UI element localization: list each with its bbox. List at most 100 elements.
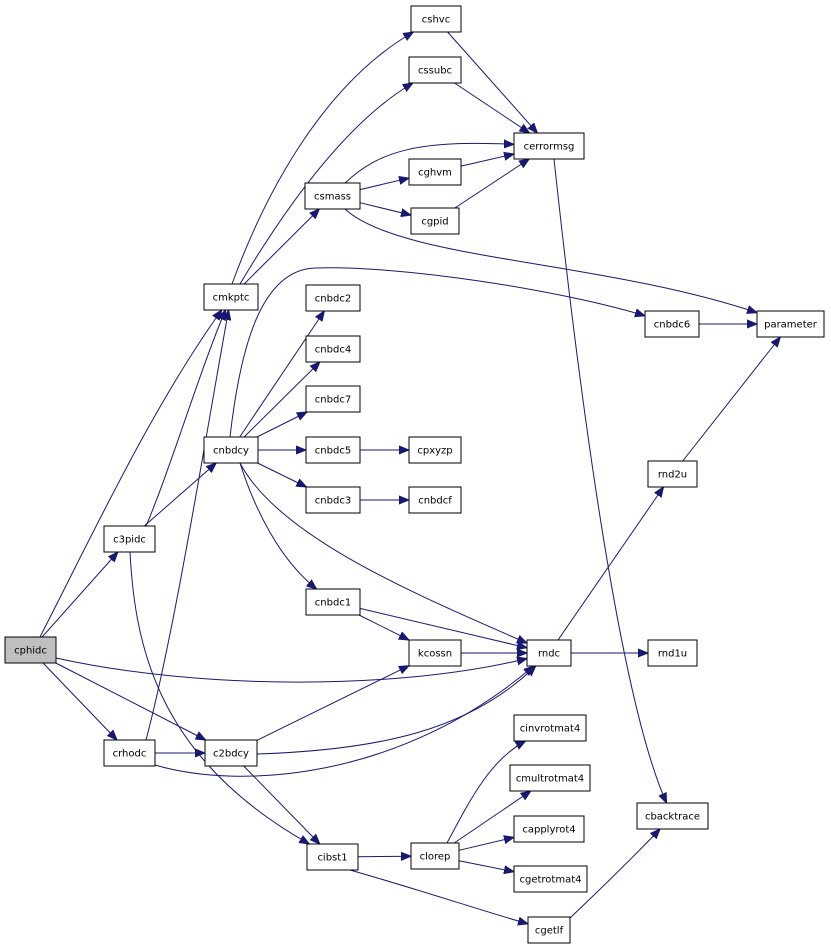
node-rnd1u[interactable]: rnd1u — [647, 639, 698, 667]
node-c2bdcy[interactable]: c2bdcy — [204, 739, 258, 767]
node-box — [509, 764, 591, 792]
node-crhodc[interactable]: crhodc — [103, 739, 156, 767]
node-label: parameter — [764, 320, 818, 331]
node-label: cnbdcy — [213, 446, 249, 457]
node-label: cghvm — [418, 168, 452, 179]
node-cnbdc3[interactable]: cnbdc3 — [305, 486, 361, 514]
edge-cnbdcy-to-cnbdc3 — [257, 462, 307, 487]
edge-cghvm-to-cerrormsg — [460, 154, 514, 167]
node-cnbdcy[interactable]: cnbdcy — [203, 436, 259, 464]
edge-cnbdcy-to-cnbdc6 — [229, 267, 645, 438]
node-box — [636, 802, 709, 830]
edge-cphidc-to-c3pidc — [41, 552, 118, 638]
node-label: cnbdc5 — [315, 446, 351, 457]
node-label: cinvrotmat4 — [520, 724, 581, 735]
node-layer: cphidc c2bdcy c3pidc cmkptc crhodc rndc cibst1… — [4, 5, 825, 944]
node-cinvrotmat4[interactable]: cinvrotmat4 — [513, 714, 587, 742]
node-label: cnbdc3 — [315, 496, 351, 507]
node-cghvm[interactable]: cghvm — [408, 158, 462, 186]
edge-clorep-to-capplyrot4 — [458, 837, 514, 851]
node-cnbdc7[interactable]: cnbdc7 — [305, 385, 361, 413]
node-rnd2u[interactable]: rnd2u — [647, 460, 698, 488]
node-cnbdcf[interactable]: cnbdcf — [408, 486, 462, 514]
node-box — [647, 639, 698, 667]
edge-clorep-to-cmultrotmat4 — [453, 791, 531, 844]
node-label: cbacktrace — [645, 812, 700, 823]
edge-csmass-to-cghvm — [359, 178, 409, 191]
node-box — [527, 916, 571, 944]
node-box — [305, 335, 361, 363]
edge-csmass-to-parameter — [344, 208, 757, 313]
node-capplyrot4[interactable]: capplyrot4 — [513, 815, 585, 843]
node-box — [408, 486, 462, 514]
node-cnbdc4[interactable]: cnbdc4 — [305, 335, 361, 363]
node-box — [305, 436, 361, 464]
edge-c3pidc-to-cibst1 — [129, 551, 309, 844]
edge-cphidc-to-c2bdcy — [55, 662, 206, 740]
node-kcossn[interactable]: kcossn — [408, 639, 462, 667]
node-label: cerrormsg — [524, 142, 575, 153]
edge-cnbdc1-to-rndc — [359, 607, 527, 647]
node-cpxyzp[interactable]: cpxyzp — [408, 436, 462, 464]
node-rndc[interactable]: rndc — [526, 639, 572, 667]
node-cnbdc2[interactable]: cnbdc2 — [305, 284, 361, 312]
node-box — [4, 636, 57, 664]
node-cshvc[interactable]: cshvc — [410, 5, 462, 33]
edge-cphidc-to-cmkptc — [39, 310, 222, 638]
edge-csmass-to-cerrormsg — [344, 143, 514, 184]
node-cgetlf[interactable]: cgetlf — [527, 916, 571, 944]
node-box — [513, 714, 587, 742]
node-box — [304, 182, 361, 210]
edge-layer — [39, 32, 781, 924]
node-label: cshvc — [422, 15, 450, 26]
edge-clorep-to-cinvrotmat4 — [446, 741, 526, 844]
node-box — [513, 815, 585, 843]
node-c3pidc[interactable]: c3pidc — [103, 525, 156, 553]
node-box — [526, 639, 572, 667]
node-box — [203, 283, 259, 311]
node-cgpid[interactable]: cgpid — [410, 207, 460, 235]
node-cibst1[interactable]: cibst1 — [306, 843, 359, 871]
node-label: csmass — [314, 192, 351, 203]
node-label: cnbdc1 — [315, 598, 351, 609]
edge-cssubc-to-cerrormsg — [454, 82, 530, 133]
node-box — [410, 207, 460, 235]
node-cerrormsg[interactable]: cerrormsg — [513, 132, 585, 160]
node-cbacktrace[interactable]: cbacktrace — [636, 802, 709, 830]
edge-cnbdcy-to-cnbdc1 — [239, 462, 317, 589]
node-label: cibst1 — [317, 853, 347, 864]
edge-c3pidc-to-cnbdcy — [143, 463, 216, 527]
node-cmultrotmat4[interactable]: cmultrotmat4 — [509, 764, 591, 792]
node-label: cssubc — [418, 66, 452, 77]
edge-csmass-to-cgpid — [359, 202, 411, 215]
node-cmkptc[interactable]: cmkptc — [203, 283, 259, 311]
node-cgetrotmat4[interactable]: cgetrotmat4 — [513, 865, 588, 893]
node-label: capplyrot4 — [522, 825, 575, 836]
edge-cmkptc-to-cssubc — [239, 83, 413, 285]
edge-crhodc-to-rndc — [154, 666, 534, 777]
node-label: clorep — [420, 852, 451, 863]
edge-cmkptc-to-csmass — [243, 209, 319, 285]
edge-clorep-to-cgetrotmat4 — [458, 860, 514, 872]
edge-cmkptc-to-cshvc — [231, 32, 413, 285]
node-csmass[interactable]: csmass — [304, 182, 361, 210]
node-cssubc[interactable]: cssubc — [408, 56, 462, 84]
edge-rnd2u-to-parameter — [682, 337, 781, 462]
node-label: cnbdc7 — [315, 395, 351, 406]
node-label: cmultrotmat4 — [516, 774, 584, 785]
edge-cnbdcy-to-rndc — [239, 462, 527, 643]
node-box — [306, 843, 359, 871]
node-label: cnbdc2 — [315, 294, 351, 305]
node-label: cgetrotmat4 — [519, 875, 581, 886]
node-cphidc[interactable]: cphidc — [4, 636, 57, 664]
node-label: kcossn — [418, 649, 452, 660]
node-cnbdc5[interactable]: cnbdc5 — [305, 436, 361, 464]
node-label: crhodc — [113, 749, 147, 760]
node-box — [644, 310, 700, 338]
node-cnbdc1[interactable]: cnbdc1 — [305, 588, 361, 616]
node-cnbdc6[interactable]: cnbdc6 — [644, 310, 700, 338]
edge-cnbdcy-to-cnbdc4 — [243, 362, 320, 438]
node-clorep[interactable]: clorep — [410, 842, 460, 870]
node-label: cphidc — [14, 646, 47, 657]
node-parameter[interactable]: parameter — [756, 310, 825, 338]
